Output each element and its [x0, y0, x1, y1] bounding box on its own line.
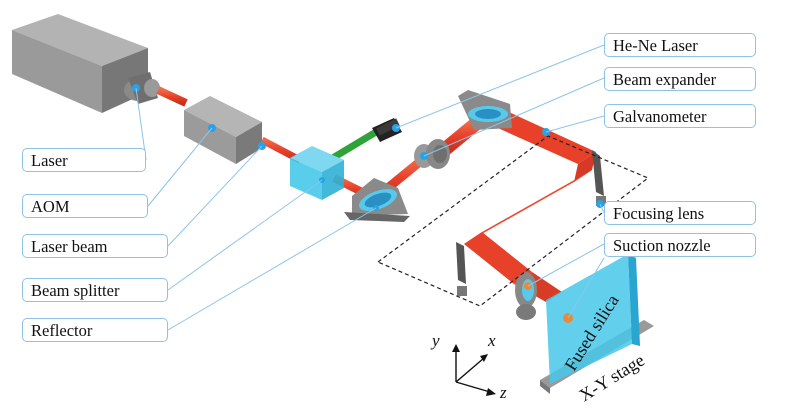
xy-stage — [540, 254, 654, 394]
aom-unit — [184, 96, 262, 164]
he-ne-laser-unit — [324, 118, 402, 166]
z-axis-label: z — [499, 383, 507, 402]
label-beam-expander: Beam expander — [604, 67, 756, 91]
left-mirror — [456, 242, 467, 296]
top-mirror — [458, 90, 512, 130]
coordinate-axes — [452, 344, 496, 396]
label-beam-splitter: Beam splitter — [22, 278, 168, 302]
label-reflector: Reflector — [22, 318, 168, 342]
label-laser-beam: Laser beam — [22, 234, 168, 258]
label-laser: Laser — [22, 148, 146, 172]
reflector-mirror — [344, 178, 410, 222]
beam-splitter-cube — [290, 146, 344, 200]
label-galvanometer: Galvanometer — [604, 104, 756, 128]
label-focusing-lens: Focusing lens — [604, 201, 756, 225]
label-he-ne-laser: He-Ne Laser — [604, 33, 756, 57]
x-axis-label: x — [487, 331, 496, 350]
laser-unit — [12, 14, 160, 113]
beam-expander-unit — [414, 139, 450, 169]
right-mirror — [592, 150, 606, 206]
label-aom: AOM — [22, 194, 148, 218]
galvanometer-scan-region — [376, 135, 650, 307]
leader-lines — [135, 44, 605, 331]
y-axis-label: y — [430, 331, 440, 350]
label-suction-nozzle: Suction nozzle — [604, 233, 756, 257]
focusing-lens-unit — [515, 272, 537, 320]
